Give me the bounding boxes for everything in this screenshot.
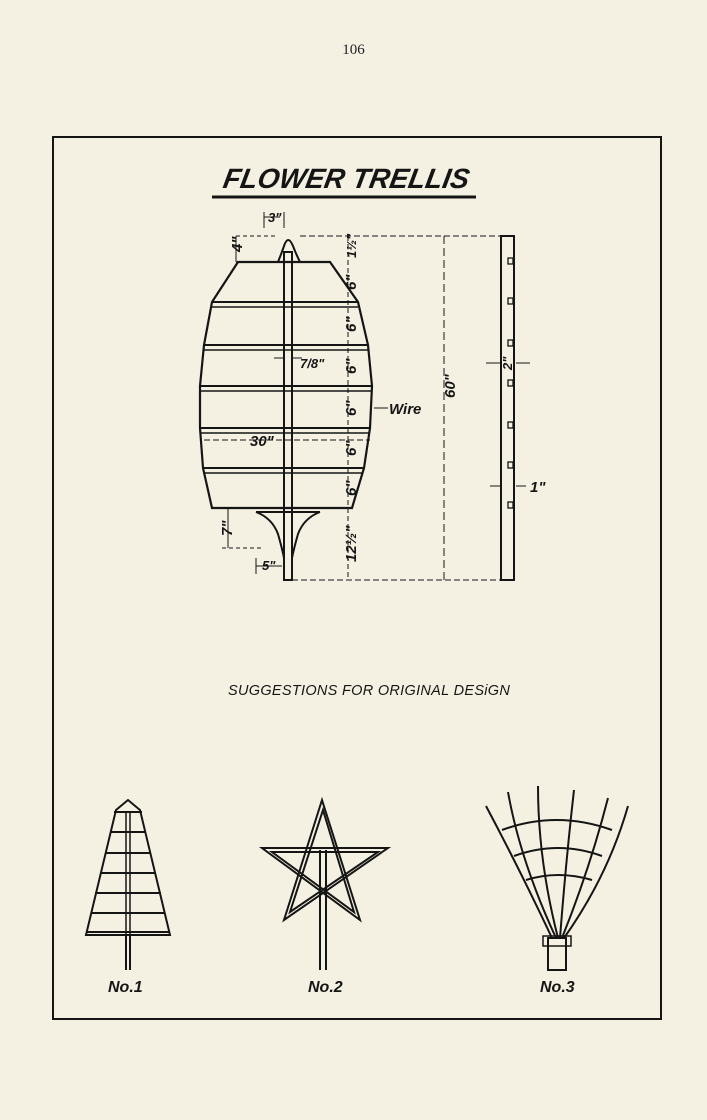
- wire-label: Wire: [389, 401, 421, 418]
- dim-spacing-4: 6": [343, 400, 360, 416]
- dim-height: 60": [442, 373, 459, 398]
- trellis-front-view: [198, 239, 374, 581]
- dim-spacing-2: 6": [343, 316, 360, 332]
- dim-bottom-offset: 7": [219, 520, 236, 536]
- suggestion-3-caption: No.3: [540, 979, 575, 996]
- dim-side-thickness: 1": [530, 479, 546, 496]
- dim-spacing-3: 6": [343, 358, 360, 374]
- dim-spacing-1: 6": [343, 274, 360, 290]
- dim-spacing-6: 6": [343, 480, 360, 496]
- dim-post-width: 7/8": [300, 356, 325, 371]
- suggestion-1-drawing: [84, 798, 172, 970]
- suggestion-3-drawing: [485, 785, 629, 971]
- dim-spacing-5: 6": [343, 440, 360, 456]
- plate-title: FLOWER TRELLIS: [221, 162, 472, 194]
- plate-subtitle: SUGGESTIONS FOR ORIGINAL DESiGN: [228, 683, 510, 699]
- dim-base-height: 12½": [343, 525, 360, 562]
- dim-top-width: 3": [268, 210, 282, 225]
- plate-border: [52, 136, 662, 1020]
- dim-bracket-width: 5": [262, 558, 276, 573]
- dim-cap-height: 1½": [344, 233, 359, 258]
- suggestion-2-drawing: [258, 796, 392, 970]
- suggestion-2-caption: No.2: [308, 979, 343, 996]
- dim-top-height: 4": [229, 236, 246, 253]
- dimension-lines: [204, 212, 500, 581]
- dim-side-depth: 2": [500, 356, 515, 371]
- page-number: 106: [342, 42, 365, 58]
- trellis-side-view: [486, 235, 530, 581]
- suggestion-1-caption: No.1: [108, 979, 143, 996]
- dim-width: 30": [250, 433, 275, 450]
